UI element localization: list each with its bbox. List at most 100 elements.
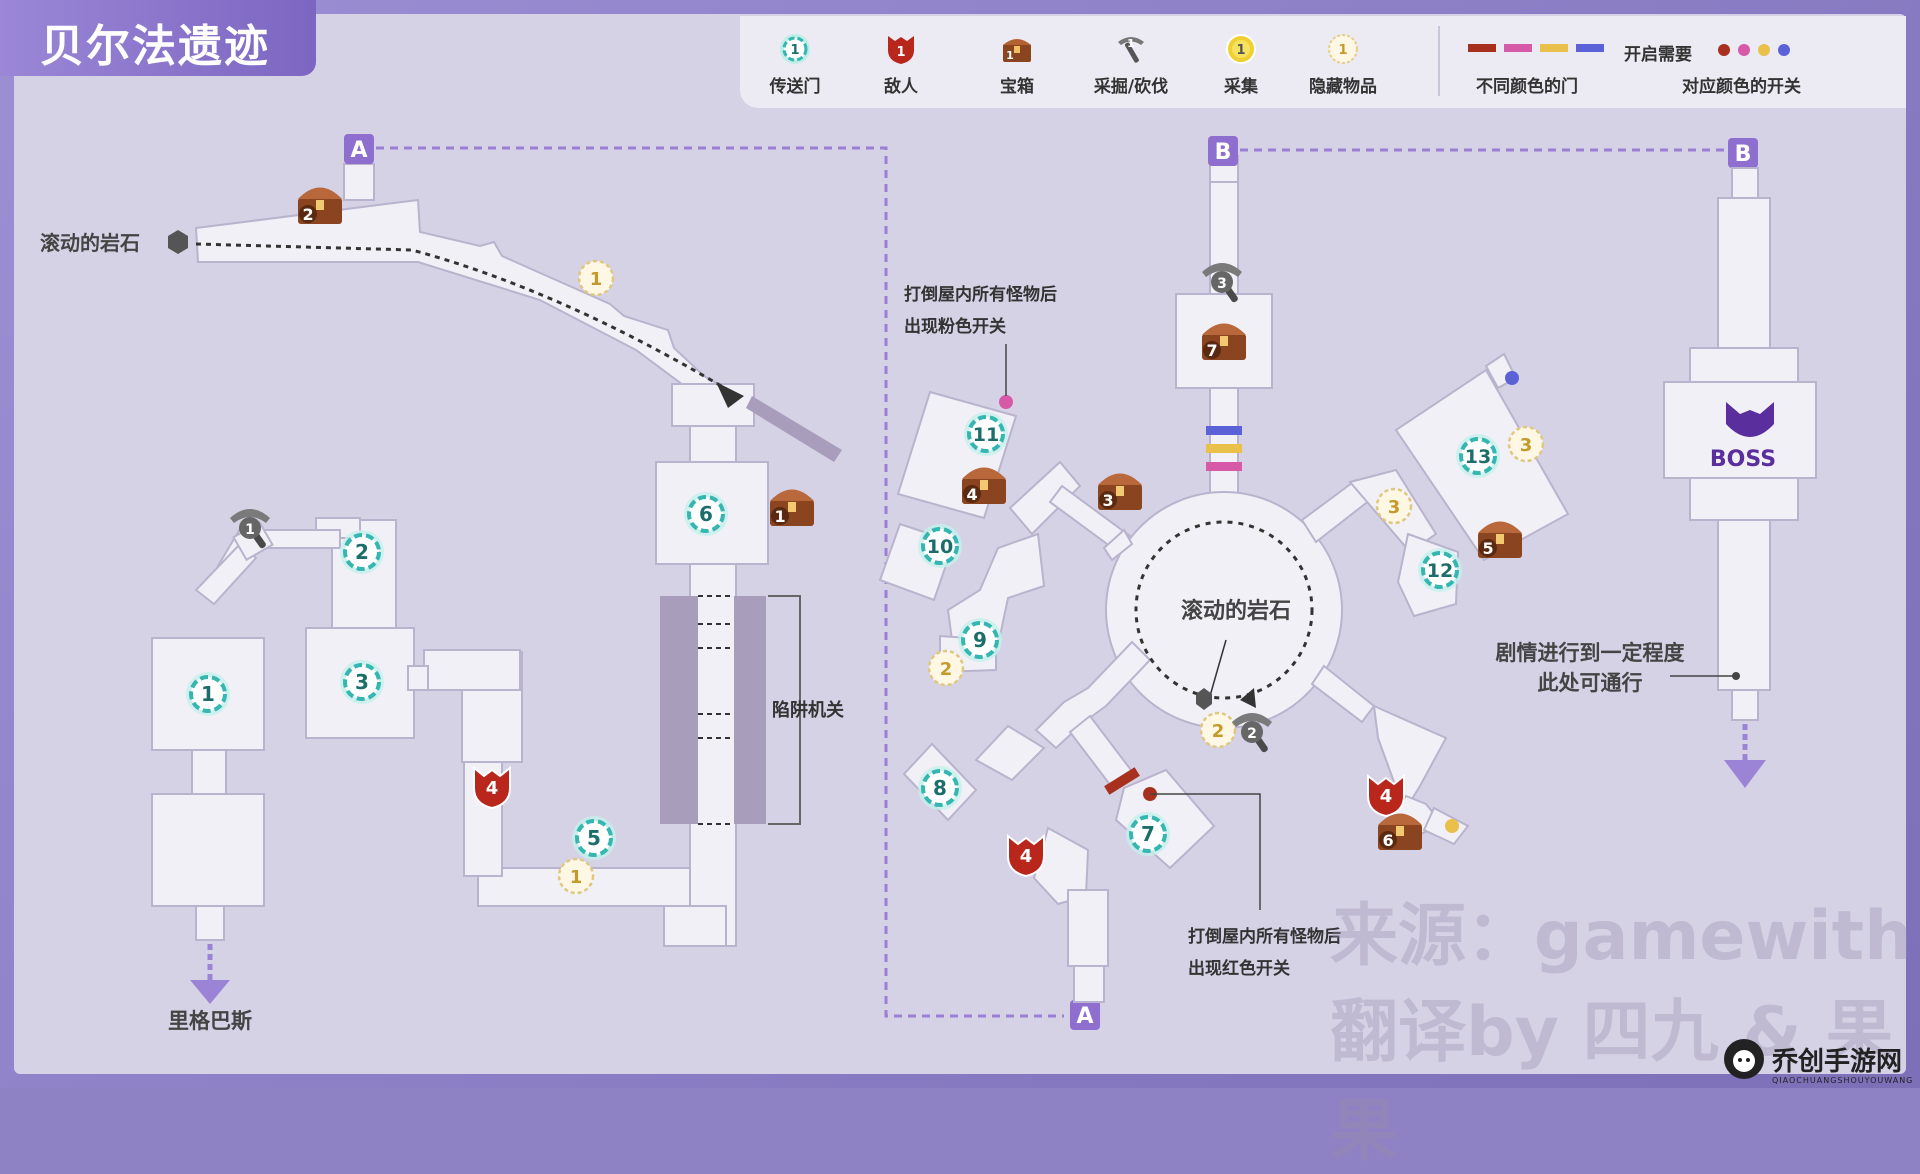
switch-blue — [1505, 371, 1519, 385]
right-portal-7: 7 — [1124, 810, 1172, 858]
legend-chest-badge: 1 — [1006, 49, 1014, 62]
trap-bracket — [768, 595, 801, 825]
enemy-icon: 1 — [888, 36, 914, 64]
boss-exit-arrowhead — [1724, 760, 1766, 788]
legend-chest-label: 宝箱 — [1000, 77, 1034, 97]
hidden-item-icon: 1 — [1328, 34, 1358, 64]
left-portal-2-num: 2 — [355, 540, 369, 564]
rolling-rock-icon-left — [168, 230, 188, 254]
note-story-dot — [1732, 672, 1740, 680]
rolling-rock-path-left — [195, 242, 729, 392]
left-hidden-top: 1 — [577, 259, 615, 297]
note-red-line1: 打倒屋内所有怪物后 — [1188, 926, 1341, 947]
page-title: 贝尔法遗迹 — [40, 21, 270, 72]
site-badge-name: 乔创手游网 — [1772, 1046, 1903, 1077]
switch-pink — [999, 395, 1013, 409]
boss-icon — [1726, 402, 1774, 437]
right-hidden-2-center: 2 — [1199, 711, 1237, 749]
left-hidden-bottom: 1 — [557, 857, 595, 895]
left-portal-3-num: 3 — [355, 670, 369, 694]
rolling-rock-pointer — [1209, 639, 1227, 697]
right-enemy-4-left-num: 4 — [1020, 846, 1033, 867]
right-portal-13-num: 13 — [1465, 446, 1491, 468]
door-red — [1104, 767, 1140, 795]
right-portal-11-num: 11 — [973, 424, 999, 446]
trap-left-bar — [660, 596, 698, 824]
right-hidden-3-left-num: 3 — [1388, 497, 1401, 518]
exit-label: 里格巴斯 — [168, 1009, 252, 1033]
watermark-source: 来源：gamewith — [1330, 897, 1913, 976]
right-portal-13: 13 — [1454, 432, 1502, 480]
right-portal-10-num: 10 — [927, 536, 953, 558]
rolling-rock-icon-center — [1196, 688, 1212, 710]
left-pickaxe-1-num: 1 — [245, 522, 255, 538]
legend-pickaxe-label: 采掘/砍伐 — [1093, 77, 1169, 97]
left-hidden-top-num: 1 — [590, 269, 603, 290]
right-chest-5: 5 — [1478, 521, 1522, 558]
switch-swatches — [1718, 44, 1790, 56]
link-a-top-badge — [344, 134, 374, 164]
legend-portal-label: 传送门 — [769, 77, 821, 97]
left-enemy-4-num: 4 — [486, 778, 499, 799]
right-portal-8: 8 — [916, 764, 964, 812]
legend-hidden-badge: 1 — [1338, 43, 1347, 58]
boss-area — [1663, 167, 1817, 721]
right-portal-9: 9 — [956, 616, 1004, 664]
note-story-line1: 剧情进行到一定程度 — [1496, 641, 1685, 665]
left-exit-stairs — [195, 905, 225, 941]
note-pink-line1: 打倒屋内所有怪物后 — [904, 284, 1057, 305]
link-b-right: B — [1735, 142, 1752, 167]
right-pickaxe-3-num: 3 — [1217, 276, 1227, 292]
left-portal-1: 1 — [184, 670, 232, 718]
left-portal-2: 2 — [338, 528, 386, 576]
right-chest-4-num: 4 — [966, 485, 977, 504]
left-chest-1: 1 — [770, 489, 814, 526]
left-dungeon — [151, 163, 769, 947]
switch-yellow — [1445, 819, 1459, 833]
rolling-rock-arrow-left — [716, 382, 744, 408]
note-story-line2: 此处可通行 — [1538, 671, 1643, 695]
site-badge-sub: QIAOCHUANGSHOUYOUWANG — [1772, 1076, 1914, 1085]
left-hidden-bottom-num: 1 — [570, 867, 583, 888]
link-a-top: A — [350, 138, 367, 163]
link-b-right-badge — [1728, 138, 1758, 168]
portal-icon: 1 — [780, 34, 810, 64]
right-chest-4: 4 — [962, 467, 1006, 504]
right-portal-7-num: 7 — [1141, 822, 1155, 846]
legend-gather-badge: 1 — [1236, 43, 1245, 58]
boss-label: BOSS — [1710, 447, 1776, 472]
right-portal-11: 11 — [962, 410, 1010, 458]
door-pink — [1206, 462, 1242, 471]
legend-portal-badge: 1 — [790, 43, 799, 58]
link-a-bottom-badge — [1070, 1000, 1100, 1030]
gather-icon: 1 — [1226, 34, 1256, 64]
site-badge: 乔创手游网 QIAOCHUANGSHOUYOUWANG — [1722, 1036, 1912, 1085]
right-bottom-stairs — [1073, 965, 1105, 1003]
switch-title: 开启需要 — [1624, 45, 1692, 65]
left-portal-5: 5 — [570, 814, 618, 862]
chest-icon: 1 — [1003, 39, 1031, 62]
right-enemy-4-left: 4 — [1007, 835, 1045, 877]
left-exit-arrowhead — [190, 980, 230, 1004]
right-portal-12: 12 — [1416, 546, 1464, 594]
rolling-rock-ring — [1134, 520, 1314, 700]
dungeon-map: 里格巴斯 陷阱机关 滚动的岩石 A A 1 2 3 5 6 4 1 2 1 1 — [40, 134, 1817, 1033]
right-pickaxe-2: 2 — [1232, 713, 1272, 754]
door-label: 不同颜色的门 — [1476, 77, 1578, 97]
legend-hidden-label: 隐藏物品 — [1309, 77, 1377, 97]
right-hidden-2-left: 2 — [927, 649, 965, 687]
rolling-rock-arrow-center — [1240, 688, 1256, 708]
link-b-left-badge — [1208, 136, 1238, 166]
right-chest-3-num: 3 — [1102, 491, 1113, 510]
right-portal-12-num: 12 — [1427, 560, 1453, 582]
trap-right-bar — [734, 596, 766, 824]
legend-pickaxe-badge: 1 — [1127, 37, 1135, 50]
legend-enemy-label: 敌人 — [884, 77, 918, 97]
right-enemy-4-right: 4 — [1367, 775, 1405, 817]
door-swatch-blue — [1576, 44, 1604, 52]
left-portal-5-num: 5 — [587, 826, 601, 850]
rolling-rock-label-left: 滚动的岩石 — [40, 231, 140, 255]
site-logo-icon — [1724, 1039, 1764, 1079]
trap-lines — [698, 595, 734, 825]
trap-label: 陷阱机关 — [772, 699, 844, 721]
